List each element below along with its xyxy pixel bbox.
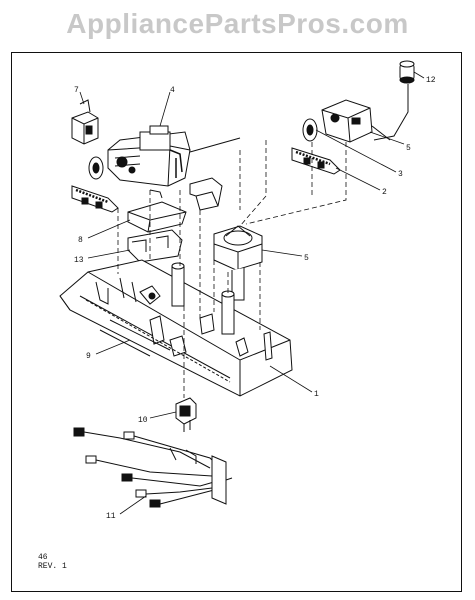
part-11-wire-harness bbox=[73, 427, 233, 508]
part-4-timer-motor bbox=[107, 125, 241, 199]
revision-label: REV. 1 bbox=[38, 562, 67, 571]
diagram-frame bbox=[11, 52, 462, 592]
base-posts bbox=[171, 262, 235, 335]
part-2-rack bbox=[291, 147, 341, 175]
callout-8: 8 bbox=[78, 236, 83, 245]
part-1-base-plate bbox=[59, 259, 293, 397]
callout-labels: 7 4 12 5 3 2 8 13 5 9 1 10 11 bbox=[74, 76, 436, 521]
assembly-guides bbox=[117, 140, 347, 398]
rack-left bbox=[71, 185, 119, 213]
page-number: 46 bbox=[38, 553, 48, 562]
part-5-thermostat bbox=[321, 99, 391, 143]
callout-12: 12 bbox=[426, 76, 436, 85]
callout-5-upper: 5 bbox=[406, 144, 411, 153]
callout-7: 7 bbox=[74, 86, 79, 95]
part-7-bracket bbox=[71, 99, 99, 145]
revision-note: 46 REV. 1 bbox=[38, 553, 67, 571]
callout-5-lower: 5 bbox=[304, 254, 309, 263]
callout-11: 11 bbox=[106, 512, 116, 521]
callout-10: 10 bbox=[138, 416, 148, 425]
callout-2: 2 bbox=[382, 188, 387, 197]
callout-3: 3 bbox=[398, 170, 403, 179]
part-13-bracket bbox=[127, 229, 183, 263]
watermark: AppliancePartsPros.com bbox=[66, 8, 409, 39]
gear-left bbox=[88, 156, 104, 180]
leader-lines bbox=[79, 71, 425, 515]
part-3-gear bbox=[302, 118, 318, 142]
part-10-switch bbox=[175, 397, 197, 432]
part-12-cap bbox=[373, 60, 415, 141]
part-5-damper bbox=[213, 225, 263, 301]
callout-9: 9 bbox=[86, 352, 91, 361]
callout-13: 13 bbox=[74, 256, 84, 265]
callout-4: 4 bbox=[170, 86, 175, 95]
callout-1: 1 bbox=[314, 390, 319, 399]
part-8-plate bbox=[127, 201, 187, 233]
motor-bracket bbox=[189, 177, 223, 211]
